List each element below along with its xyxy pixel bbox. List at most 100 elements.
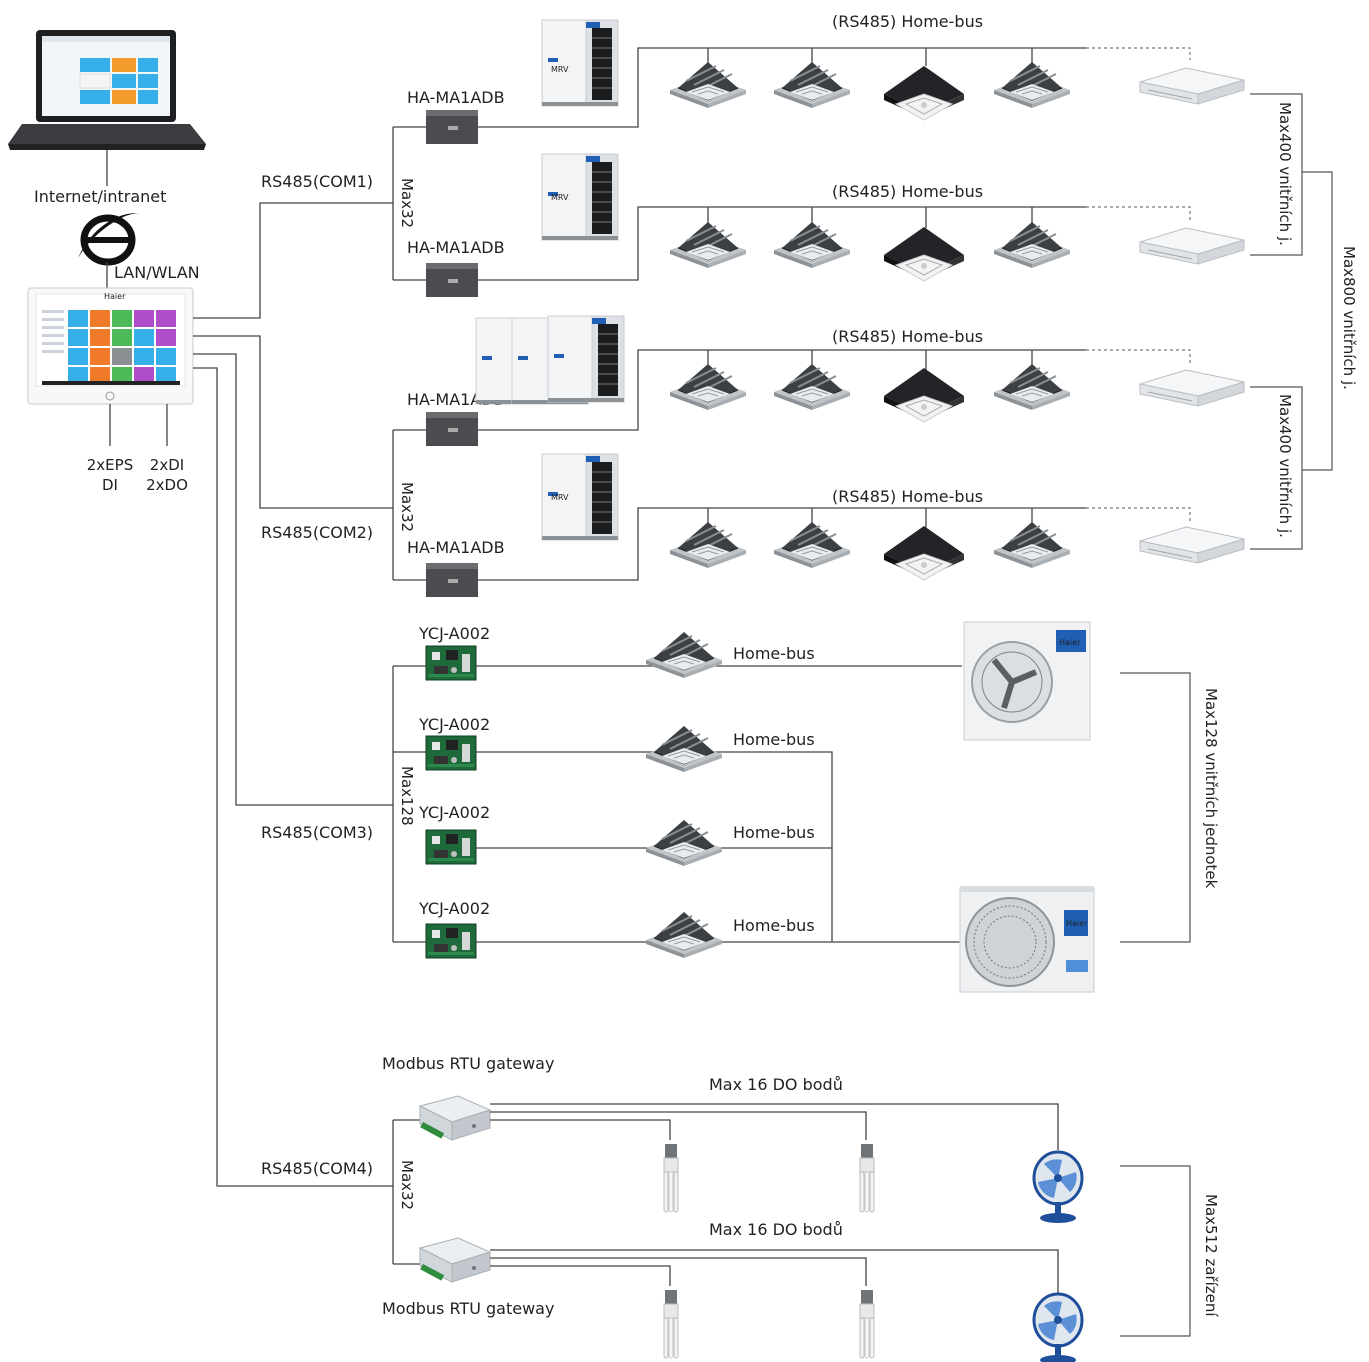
ycj-bus-label-2: Home-bus bbox=[733, 730, 815, 749]
com-trunk-lines bbox=[193, 202, 393, 1187]
cassette-unit bbox=[669, 61, 747, 109]
home-bus-label-4: (RS485) Home-bus bbox=[832, 487, 983, 506]
com3-label: RS485(COM3) bbox=[261, 823, 373, 842]
eps-di-label-2: DI bbox=[102, 476, 118, 494]
adapter-label-1: HA-MA1ADB bbox=[407, 88, 505, 107]
limit-lower-label: Max400 vnitřních j. bbox=[1276, 394, 1294, 538]
cassette-unit bbox=[993, 61, 1071, 109]
ycj-pcb-3 bbox=[425, 829, 477, 865]
adapter-box-3 bbox=[426, 412, 478, 446]
cassette-unit-dark bbox=[883, 226, 965, 282]
vrf-outdoor-unit-1 bbox=[541, 19, 619, 107]
modbus-row-2: Modbus RTU gateway Max 16 DO bodů bbox=[382, 1220, 1084, 1362]
gateway-label-2: Modbus RTU gateway bbox=[382, 1299, 554, 1318]
ycj-limit-bracket bbox=[1120, 672, 1191, 943]
adapter-box-4 bbox=[426, 563, 478, 597]
adapter-box-2 bbox=[426, 263, 478, 297]
split-outdoor-unit-2: Haier bbox=[959, 886, 1095, 993]
vrf-outdoor-unit-3c bbox=[547, 315, 625, 403]
bulb-device bbox=[663, 1289, 679, 1359]
cassette-unit bbox=[669, 221, 747, 269]
ceiling-unit bbox=[1139, 67, 1245, 105]
eps-di-label: 2xEPS bbox=[87, 456, 133, 474]
vrf-badge-4: MRV bbox=[551, 493, 569, 502]
modbus-limit-bracket bbox=[1120, 1165, 1191, 1337]
internet-explorer-icon bbox=[78, 213, 140, 266]
ycj-label-2: YCJ-A002 bbox=[418, 715, 490, 734]
cassette-unit bbox=[645, 819, 723, 867]
com4-max-label: Max32 bbox=[398, 1160, 416, 1210]
central-controller: Haier bbox=[27, 287, 194, 405]
cassette-unit bbox=[645, 631, 723, 679]
fan-device bbox=[1032, 1292, 1084, 1362]
com3-max-label: Max128 bbox=[398, 766, 416, 826]
vrf-row-2: HA-MA1ADB MRV (RS485) Home-bus bbox=[407, 153, 1245, 297]
com2-label: RS485(COM2) bbox=[261, 523, 373, 542]
ycj-limit-label: Max128 vnitřních jednotek bbox=[1202, 688, 1220, 889]
com4-label: RS485(COM4) bbox=[261, 1159, 373, 1178]
adapter-label-2: HA-MA1ADB bbox=[407, 238, 505, 257]
ycj-pcb-4 bbox=[425, 923, 477, 959]
ycj-row-1: YCJ-A002 Home-bus bbox=[393, 624, 962, 681]
ycj-row-2: YCJ-A002 Home-bus bbox=[393, 715, 833, 942]
ceiling-unit bbox=[1139, 369, 1245, 407]
modbus-row-1: Modbus RTU gateway Max 16 DO bodů bbox=[382, 1054, 1084, 1225]
com2-max-label: Max32 bbox=[398, 482, 416, 532]
vrf-row-3: HA-MA1ADB (RS485) Home-bus bbox=[407, 315, 1245, 446]
split-outdoor-unit-1: Haier bbox=[963, 621, 1091, 741]
do-label-2: Max 16 DO bodů bbox=[709, 1220, 843, 1239]
lan-label: LAN/WLAN bbox=[114, 263, 200, 282]
ycj-pcb-2 bbox=[425, 735, 477, 771]
ycj-bus-label-3: Home-bus bbox=[733, 823, 815, 842]
cassette-unit bbox=[773, 221, 851, 269]
network-label: Internet/intranet bbox=[34, 187, 166, 206]
do-label: 2xDO bbox=[146, 476, 188, 494]
ycj-row-4: YCJ-A002 Home-bus bbox=[393, 899, 962, 959]
laptop bbox=[8, 30, 206, 150]
cassette-unit bbox=[993, 221, 1071, 269]
split-brand-1: Haier bbox=[1059, 638, 1081, 647]
di-label: 2xDI bbox=[150, 456, 184, 474]
cassette-unit bbox=[773, 61, 851, 109]
cassette-unit bbox=[645, 911, 723, 959]
cassette-unit bbox=[773, 363, 851, 411]
ycj-pcb-1 bbox=[425, 645, 477, 681]
cassette-unit-dark bbox=[883, 367, 965, 423]
gateway-label-1: Modbus RTU gateway bbox=[382, 1054, 554, 1073]
home-bus-label-3: (RS485) Home-bus bbox=[832, 327, 983, 346]
home-bus-label-2: (RS485) Home-bus bbox=[832, 182, 983, 201]
ycj-label-4: YCJ-A002 bbox=[418, 899, 490, 918]
ycj-bus-label-4: Home-bus bbox=[733, 916, 815, 935]
home-bus-label-1: (RS485) Home-bus bbox=[832, 12, 983, 31]
cassette-unit bbox=[773, 521, 851, 569]
adapter-label-4: HA-MA1ADB bbox=[407, 538, 505, 557]
split-brand-2: Haier bbox=[1066, 919, 1088, 928]
modbus-limit-label: Max512 zařízení bbox=[1202, 1194, 1220, 1317]
vrf-badge-2: MRV bbox=[551, 193, 569, 202]
cassette-unit bbox=[669, 521, 747, 569]
vrf-row-4: HA-MA1ADB MRV (RS485) Home-bus bbox=[407, 453, 1245, 597]
bulb-device bbox=[859, 1289, 875, 1359]
ycj-row-3: YCJ-A002 Home-bus bbox=[418, 803, 832, 867]
com1-max-label: Max32 bbox=[398, 178, 416, 228]
ycj-label-3: YCJ-A002 bbox=[418, 803, 490, 822]
adapter-box-1 bbox=[426, 110, 478, 144]
cassette-unit-dark bbox=[883, 65, 965, 121]
bulb-device bbox=[859, 1143, 875, 1213]
cassette-unit bbox=[993, 363, 1071, 411]
cassette-unit bbox=[669, 363, 747, 411]
gateway-device-2 bbox=[419, 1237, 491, 1283]
com1-label: RS485(COM1) bbox=[261, 172, 373, 191]
ycj-label-1: YCJ-A002 bbox=[418, 624, 490, 643]
ycj-bus-label-1: Home-bus bbox=[733, 644, 815, 663]
bulb-device bbox=[663, 1143, 679, 1213]
controller-brand: Haier bbox=[104, 292, 126, 301]
vrf-limit-brackets bbox=[1250, 93, 1333, 550]
do-label-1: Max 16 DO bodů bbox=[709, 1075, 843, 1094]
limit-total-label: Max800 vnitřních j. bbox=[1340, 246, 1358, 390]
gateway-device-1 bbox=[419, 1095, 491, 1141]
vrf-row-1: HA-MA1ADB MRV (RS485) Home-bus bbox=[407, 12, 1245, 144]
vrf-badge-1: MRV bbox=[551, 65, 569, 74]
limit-upper-label: Max400 vnitřních j. bbox=[1276, 102, 1294, 246]
